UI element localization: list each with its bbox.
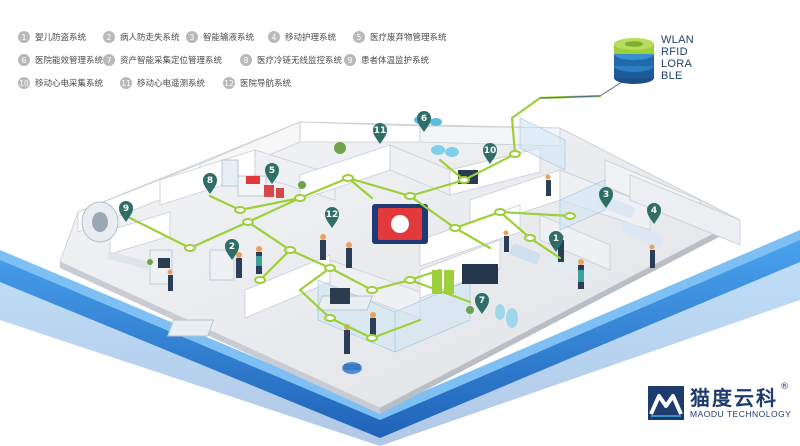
legend-item-1: 1 婴儿防盗系统 xyxy=(18,30,86,44)
map-pin-marker-icon xyxy=(599,187,613,208)
map-pin-label: 12 xyxy=(326,210,339,220)
legend-number-badge: 4 xyxy=(268,31,280,43)
legend-item-5: 5 医疗废弃物管理系统 xyxy=(353,30,447,44)
system-legend: 1 婴儿防盗系统 2 病人防走失系统 3 智能输液系统 4 移动护理系统 5 医疗废弃物管理系统 6… xyxy=(18,30,468,100)
technology-list: WLAN RFID LORA BLE xyxy=(661,34,694,82)
floor-base xyxy=(0,230,800,446)
map-pin-label: 6 xyxy=(421,114,427,124)
map-pin-label: 1 xyxy=(553,234,559,244)
tech-ble: BLE xyxy=(661,70,683,82)
legend-item-8: 8 医疗冷链无线监控系统 xyxy=(240,53,342,67)
legend-number-badge: 5 xyxy=(353,31,365,43)
legend-label: 移动护理系统 xyxy=(285,33,337,43)
legend-item-3: 3 智能输液系统 xyxy=(186,30,254,44)
legend-number-badge: 2 xyxy=(103,31,115,43)
map-pin-12: 12 xyxy=(325,207,339,228)
map-pin-marker-icon xyxy=(483,143,497,164)
access-points xyxy=(184,150,576,342)
tech-wlan: WLAN xyxy=(661,34,694,46)
legend-number-badge: 6 xyxy=(18,54,30,66)
legend-item-12: 12 医院导航系统 xyxy=(223,76,291,90)
map-pin-marker-icon xyxy=(475,293,489,314)
map-pin-11: 11 xyxy=(373,123,387,144)
map-pin-label: 9 xyxy=(123,204,129,214)
tech-lora: LORA xyxy=(661,58,693,70)
legend-number-badge: 10 xyxy=(18,77,30,89)
map-pin-label: 5 xyxy=(269,166,275,176)
map-pin-8: 8 xyxy=(203,173,217,194)
legend-number-badge: 11 xyxy=(120,77,132,89)
map-pin-9: 9 xyxy=(119,201,133,222)
map-pin-10: 10 xyxy=(483,143,497,164)
map-pin-label: 8 xyxy=(207,176,213,186)
brand-logo: 猫度云科 MAODU TECHNOLOGY ® xyxy=(648,382,792,420)
registered-mark: ® xyxy=(780,382,789,392)
legend-number-badge: 12 xyxy=(223,77,235,89)
legend-label: 智能输液系统 xyxy=(203,33,255,43)
legend-number-badge: 1 xyxy=(18,31,30,43)
legend-label: 移动心电遥测系统 xyxy=(137,79,206,89)
brand-name: 猫度云科 xyxy=(690,386,778,410)
map-pin-marker-icon xyxy=(647,203,661,224)
map-pin-1: 1 xyxy=(549,231,563,252)
legend-item-4: 4 移动护理系统 xyxy=(268,30,336,44)
legend-item-10: 10 移动心电采集系统 xyxy=(18,76,103,90)
legend-label: 医院能效管理系统 xyxy=(35,56,104,66)
map-pin-label: 2 xyxy=(229,242,235,252)
tech-rfid: RFID xyxy=(661,46,688,58)
map-pin-2: 2 xyxy=(225,239,239,260)
legend-label: 医疗废弃物管理系统 xyxy=(370,33,447,43)
map-pin-7: 7 xyxy=(475,293,489,314)
map-pin-label: 3 xyxy=(603,190,609,200)
legend-label: 资产智能采集定位管理系统 xyxy=(120,56,223,66)
legend-number-badge: 3 xyxy=(186,31,198,43)
room-equipment xyxy=(81,116,664,374)
map-pin-4: 4 xyxy=(647,203,661,224)
legend-item-7: 7 资产智能采集定位管理系统 xyxy=(103,53,222,67)
legend-item-6: 6 医院能效管理系统 xyxy=(18,53,103,67)
maodu-logo-icon xyxy=(648,386,684,420)
map-pin-marker-icon xyxy=(203,173,217,194)
legend-item-2: 2 病人防走失系统 xyxy=(103,30,180,44)
map-pin-label: 11 xyxy=(374,126,387,136)
map-pin-marker-icon xyxy=(225,239,239,260)
legend-number-badge: 7 xyxy=(103,54,115,66)
map-pin-marker-icon xyxy=(325,207,339,228)
server-uplink xyxy=(539,81,623,99)
legend-number-badge: 9 xyxy=(344,54,356,66)
legend-label: 移动心电采集系统 xyxy=(35,79,104,89)
legend-item-9: 9 患者体温监护系统 xyxy=(344,53,429,67)
map-pin-marker-icon xyxy=(265,163,279,184)
map-pin-marker-icon xyxy=(417,111,431,132)
map-pin-marker-icon xyxy=(373,123,387,144)
map-pin-label: 10 xyxy=(484,146,497,156)
map-pin-label: 4 xyxy=(651,206,657,216)
brand-subtitle: MAODU TECHNOLOGY xyxy=(690,409,792,419)
database-icon xyxy=(614,38,654,84)
legend-label: 患者体温监护系统 xyxy=(361,56,430,66)
map-pin-label: 7 xyxy=(479,296,485,306)
legend-label: 医院导航系统 xyxy=(240,79,292,89)
legend-number-badge: 8 xyxy=(240,54,252,66)
legend-label: 医疗冷链无线监控系统 xyxy=(257,56,343,66)
map-pin-marker-icon xyxy=(119,201,133,222)
legend-label: 婴儿防盗系统 xyxy=(35,33,87,43)
legend-label: 病人防走失系统 xyxy=(120,33,180,43)
legend-item-11: 11 移动心电遥测系统 xyxy=(120,76,205,90)
map-pin-marker-icon xyxy=(549,231,563,252)
map-pin-3: 3 xyxy=(599,187,613,208)
map-pin-6: 6 xyxy=(417,111,431,132)
map-pin-5: 5 xyxy=(265,163,279,184)
